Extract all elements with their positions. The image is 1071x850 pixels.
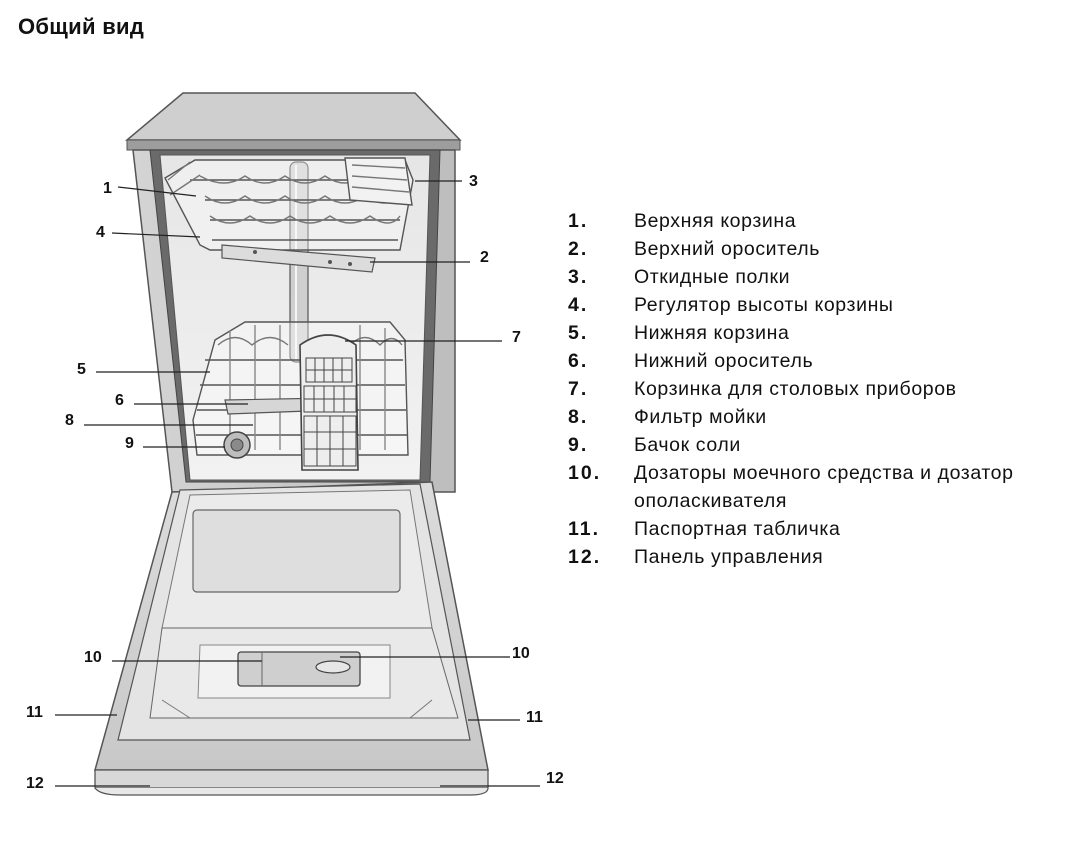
legend-number: 1. — [568, 210, 589, 232]
legend-label: Верхний ороситель — [634, 238, 821, 260]
legend-label: Дозаторы моечного средства и дозатор опо… — [634, 462, 1014, 512]
cutlery-basket — [299, 334, 359, 471]
legend-item: 3. Откидные полки — [568, 263, 1063, 291]
upper-basket — [164, 157, 414, 251]
legend-label: Корзинка для столовых приборов — [634, 378, 957, 400]
callout-11-right: 11 — [526, 709, 543, 726]
callout-5: 5 — [77, 361, 86, 378]
callout-6: 6 — [115, 392, 124, 409]
legend-item: 9. Бачок соли — [568, 431, 1063, 459]
legend-label: Нижняя корзина — [634, 322, 790, 344]
legend-item: 8. Фильтр мойки — [568, 403, 1063, 431]
legend-number: 11. — [568, 518, 601, 540]
callout-11-left: 11 — [26, 704, 43, 721]
callout-12-left: 12 — [26, 775, 44, 792]
callout-2: 2 — [480, 249, 489, 266]
legend-label: Панель управления — [634, 546, 824, 568]
page-title: Общий вид — [18, 14, 145, 39]
legend-label: Бачок соли — [634, 434, 741, 456]
cabinet-top — [124, 92, 462, 151]
legend-label: Нижний ороситель — [634, 350, 814, 372]
legend-number: 3. — [568, 266, 589, 288]
legend-item: 7. Корзинка для столовых приборов — [568, 375, 1063, 403]
legend-label: Откидные полки — [634, 266, 791, 288]
callout-4: 4 — [96, 224, 105, 241]
callout-12-right: 12 — [546, 770, 564, 787]
legend-label: Регулятор высоты корзины — [634, 294, 894, 316]
legend-item: 2. Верхний ороситель — [568, 235, 1063, 263]
legend-label: Верхняя корзина — [634, 210, 797, 232]
legend-label: Паспортная табличка — [634, 518, 841, 540]
legend-item: 4. Регулятор высоты корзины — [568, 291, 1063, 319]
upper-spray-arm — [221, 244, 376, 273]
legend-number: 12. — [568, 546, 602, 568]
legend-item: 11. Паспортная табличка — [568, 515, 1063, 543]
legend-number: 5. — [568, 322, 589, 344]
callout-3: 3 — [469, 173, 478, 190]
legend-item: 5. Нижняя корзина — [568, 319, 1063, 347]
legend-number: 10. — [568, 462, 602, 484]
callout-7: 7 — [512, 329, 521, 346]
legend-label: Фильтр мойки — [634, 406, 767, 428]
legend-item: 10. Дозаторы моечного средства и дозатор … — [568, 459, 1063, 515]
callout-1: 1 — [103, 180, 112, 197]
legend-item: 12. Панель управления — [568, 543, 1063, 571]
legend-number: 9. — [568, 434, 589, 456]
legend-number: 8. — [568, 406, 589, 428]
salt-tank — [223, 431, 251, 459]
legend-item: 6. Нижний ороситель — [568, 347, 1063, 375]
legend-item: 1. Верхняя корзина — [568, 207, 1063, 235]
legend-number: 2. — [568, 238, 589, 260]
legend: 1. Верхняя корзина 2. Верхний ороситель 3.… — [568, 207, 1063, 571]
callout-9: 9 — [125, 435, 134, 452]
legend-number: 7. — [568, 378, 589, 400]
door — [94, 481, 489, 796]
leader-lines — [55, 180, 540, 787]
callout-10-right: 10 — [512, 645, 530, 662]
callout-8: 8 — [65, 412, 74, 429]
legend-number: 4. — [568, 294, 589, 316]
callout-10-left: 10 — [84, 649, 102, 666]
legend-number: 6. — [568, 350, 589, 372]
